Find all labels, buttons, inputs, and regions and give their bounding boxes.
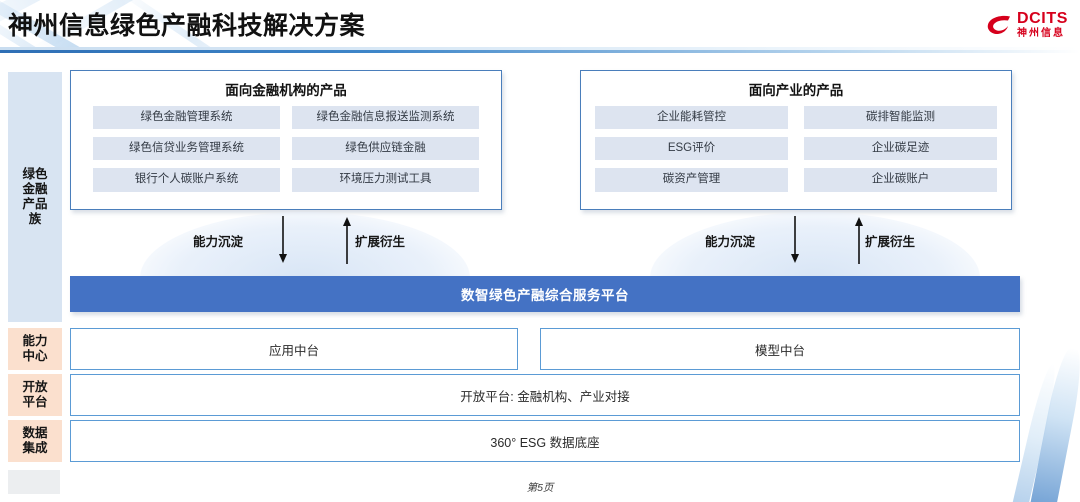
product-item[interactable]: 绿色金融管理系统 — [93, 106, 280, 130]
product-item[interactable]: 绿色金融信息报送监测系统 — [292, 106, 479, 130]
product-item[interactable]: 碳资产管理 — [595, 168, 788, 192]
logo-main-text: DCITS — [1017, 10, 1068, 27]
layer-label-application-middle-platform: 应用中台 — [268, 343, 319, 358]
layer-label-open-platform: 开放平台: 金融机构、产业对接 — [460, 389, 630, 404]
logo-text-block: DCITS 神州信息 — [1017, 11, 1068, 39]
sidebar-item-data-integration[interactable]: 数据 集成 — [8, 420, 62, 462]
product-item[interactable]: 银行个人碳账户系统 — [93, 168, 280, 192]
layer-box-data-foundation[interactable]: 360° ESG 数据底座 — [70, 420, 1020, 462]
flow-hill-right — [650, 212, 980, 278]
logo-sub-text: 神州信息 — [1017, 28, 1065, 39]
product-item[interactable]: 绿色信贷业务管理系统 — [93, 137, 280, 161]
layer-box-model-middle-platform[interactable]: 模型中台 — [540, 328, 1020, 370]
arrow-down-icon — [791, 216, 799, 263]
product-grid-financial: 绿色金融管理系统 绿色金融信息报送监测系统 绿色信贷业务管理系统 绿色供应链金融… — [71, 106, 501, 192]
arrow-up-icon — [343, 217, 351, 264]
sidebar-item-green-finance-family[interactable]: 绿色 金融 产品 族 — [8, 72, 62, 322]
bottom-left-decoration — [8, 470, 60, 494]
sidebar-label-green-finance-family: 绿色 金融 产品 族 — [22, 167, 48, 226]
layer-label-data-foundation: 360° ESG 数据底座 — [490, 435, 600, 450]
arrow-down-icon — [279, 216, 287, 263]
panel-industry-products: 面向产业的产品 企业能耗管控 碳排智能监测 ESG评价 企业碳足迹 碳资产管理 … — [580, 70, 1012, 210]
panel-title-financial: 面向金融机构的产品 — [225, 83, 347, 98]
page-title: 神州信息绿色产融科技解决方案 — [8, 12, 366, 40]
platform-bar-label: 数智绿色产融综合服务平台 — [461, 288, 629, 303]
sidebar-label-capability-center: 能力 中心 — [22, 334, 48, 363]
platform-bar[interactable]: 数智绿色产融综合服务平台 — [70, 276, 1020, 312]
flow-label-left-sink: 能力沉淀 — [193, 235, 244, 249]
product-item[interactable]: 企业碳足迹 — [804, 137, 997, 161]
product-item[interactable]: 环境压力测试工具 — [292, 168, 479, 192]
dcits-swirl-icon — [987, 15, 1010, 35]
flow-label-left-grow: 扩展衍生 — [355, 235, 406, 249]
sidebar-item-open-platform[interactable]: 开放 平台 — [8, 374, 62, 416]
product-item[interactable]: 绿色供应链金融 — [292, 137, 479, 161]
panel-financial-institution-products: 面向金融机构的产品 绿色金融管理系统 绿色金融信息报送监测系统 绿色信贷业务管理… — [70, 70, 502, 210]
product-item[interactable]: 企业碳账户 — [804, 168, 997, 192]
brand-logo: DCITS 神州信息 — [986, 8, 1068, 42]
product-grid-industry: 企业能耗管控 碳排智能监测 ESG评价 企业碳足迹 碳资产管理 企业碳账户 — [581, 106, 1011, 192]
sidebar-label-data-integration: 数据 集成 — [22, 426, 48, 455]
product-item[interactable]: 碳排智能监测 — [804, 106, 997, 130]
panel-title-industry: 面向产业的产品 — [748, 83, 844, 98]
header-rule — [0, 50, 1080, 53]
swoosh-band-primary — [1027, 346, 1080, 502]
sidebar-label-open-platform: 开放 平台 — [22, 380, 48, 409]
layer-box-open-platform[interactable]: 开放平台: 金融机构、产业对接 — [70, 374, 1020, 416]
flow-label-right-sink: 能力沉淀 — [705, 235, 756, 249]
sidebar-item-capability-center[interactable]: 能力 中心 — [8, 328, 62, 370]
product-item[interactable]: 企业能耗管控 — [595, 106, 788, 130]
page-footer: 第5页 — [526, 482, 554, 494]
layer-label-model-middle-platform: 模型中台 — [754, 343, 805, 358]
product-item[interactable]: ESG评价 — [595, 137, 788, 161]
flow-hill-left — [140, 212, 470, 278]
header-rule-soft — [0, 47, 1080, 50]
layer-box-application-middle-platform[interactable]: 应用中台 — [70, 328, 518, 370]
arrow-up-icon — [855, 217, 863, 264]
flow-label-right-grow: 扩展衍生 — [865, 235, 916, 249]
